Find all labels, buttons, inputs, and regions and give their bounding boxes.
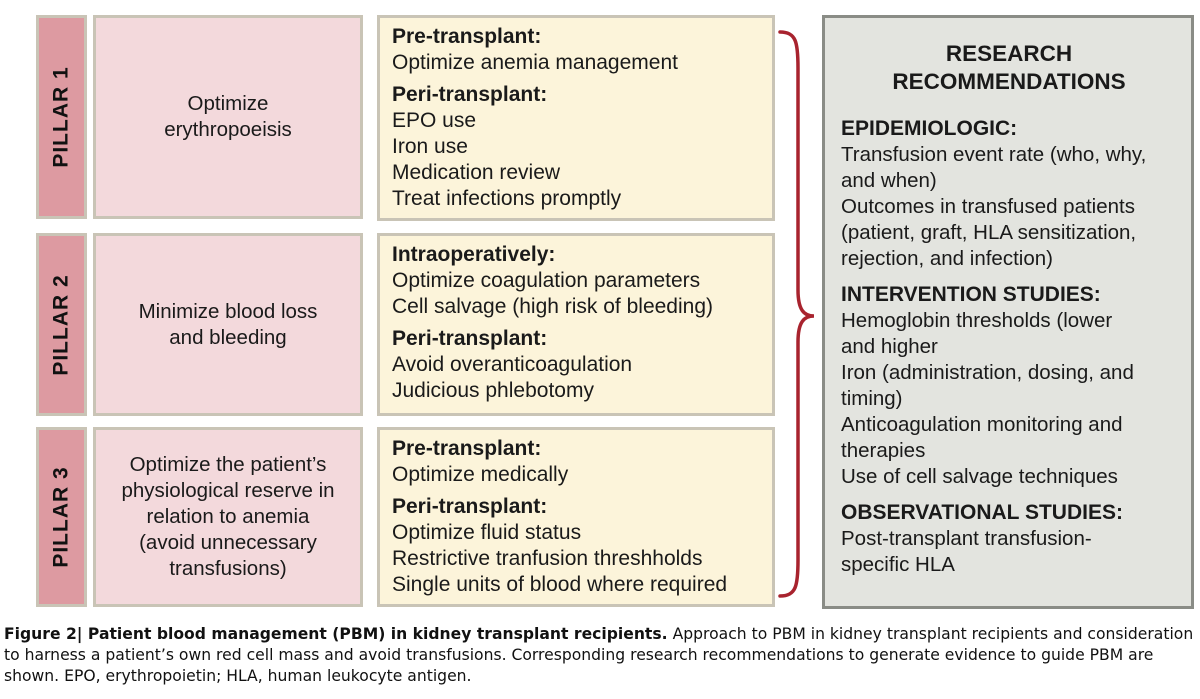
research-item: Outcomes in transfused patients (patient… xyxy=(841,195,1137,270)
pillar-2-item: Avoid overanticoagulation xyxy=(392,353,633,376)
pillar-1-item: EPO use xyxy=(392,109,477,132)
research-item: Transfusion event rate (who, why, and wh… xyxy=(841,143,1147,192)
research-item: Iron (administration, dosing, and timing… xyxy=(841,361,1134,410)
pillar-1-goal: Optimize erythropoeisis xyxy=(164,92,292,141)
research-section-3-heading: OBSERVATIONAL STUDIES: xyxy=(841,501,1123,524)
pillar-3-item: Optimize medically xyxy=(392,463,569,486)
pillar-2-strategies: Intraoperatively: Optimize coagulation p… xyxy=(377,233,775,416)
pillar-2-goal: Minimize blood loss and bleeding xyxy=(138,299,318,349)
caption-title: Figure 2| Patient blood management (PBM)… xyxy=(4,625,668,643)
research-item: Post-transplant transfusion- specific HL… xyxy=(841,527,1092,576)
pillar-3-goal-box: Optimize the patient’s physiological res… xyxy=(93,427,363,607)
pillar-1-item: Treat infections promptly xyxy=(392,187,622,210)
pillar-2-section-1-heading: Intraoperatively: xyxy=(392,243,556,266)
pillar-2-item: Judicious phlebotomy xyxy=(392,379,594,402)
research-recommendations-box: RESEARCH RECOMMENDATIONS EPIDEMIOLOGIC: … xyxy=(822,15,1194,609)
pillar-3-tab: PILLAR 3 xyxy=(36,427,87,607)
research-title: RESEARCH RECOMMENDATIONS xyxy=(892,41,1126,94)
pillar-1-item: Iron use xyxy=(392,135,468,158)
caption-text: Approach to PBM in kidney transplant rec… xyxy=(4,625,1194,685)
pillar-3-label: PILLAR 3 xyxy=(49,466,73,568)
curly-brace-connector xyxy=(778,30,815,598)
pillar-2-label: PILLAR 2 xyxy=(49,273,73,376)
pillar-2-item: Cell salvage (high risk of bleeding) xyxy=(392,295,713,318)
pillar-1-goal-box: Optimize erythropoeisis xyxy=(93,15,363,219)
pillar-1-label: PILLAR 1 xyxy=(49,66,73,168)
research-section-1-heading: EPIDEMIOLOGIC: xyxy=(841,117,1018,140)
pillar-3-section-2-heading: Peri-transplant: xyxy=(392,495,548,518)
pillar-2-section-2-heading: Peri-transplant: xyxy=(392,327,548,350)
pillar-3-goal: Optimize the patient’s physiological res… xyxy=(121,453,335,580)
pillar-3-section-1-heading: Pre-transplant: xyxy=(392,437,542,460)
pillar-3-item: Single units of blood where required xyxy=(392,573,728,596)
pillar-2-item: Optimize coagulation parameters xyxy=(392,269,701,292)
pillar-2-tab: PILLAR 2 xyxy=(36,233,87,416)
pillar-3-strategies: Pre-transplant: Optimize medically Peri-… xyxy=(377,427,775,607)
pillar-1-section-1-heading: Pre-transplant: xyxy=(392,25,542,48)
pillar-1-item: Medication review xyxy=(392,161,561,184)
research-section-2-heading: INTERVENTION STUDIES: xyxy=(841,283,1101,306)
research-item: Use of cell salvage techniques xyxy=(841,465,1118,488)
pillar-1-section-2-heading: Peri-transplant: xyxy=(392,83,548,106)
figure-caption: Figure 2| Patient blood management (PBM)… xyxy=(4,624,1194,687)
research-item: Hemoglobin thresholds (lower and higher xyxy=(841,309,1113,358)
research-item: Anticoagulation monitoring and therapies xyxy=(841,413,1123,462)
pillar-1-item: Optimize anemia management xyxy=(392,51,678,74)
pillar-3-item: Restrictive tranfusion threshholds xyxy=(392,547,703,570)
pillar-1-strategies: Pre-transplant: Optimize anemia manageme… xyxy=(377,15,775,221)
pillar-1-tab: PILLAR 1 xyxy=(36,15,87,219)
pillar-3-item: Optimize fluid status xyxy=(392,521,582,544)
pillar-2-goal-box: Minimize blood loss and bleeding xyxy=(93,233,363,416)
